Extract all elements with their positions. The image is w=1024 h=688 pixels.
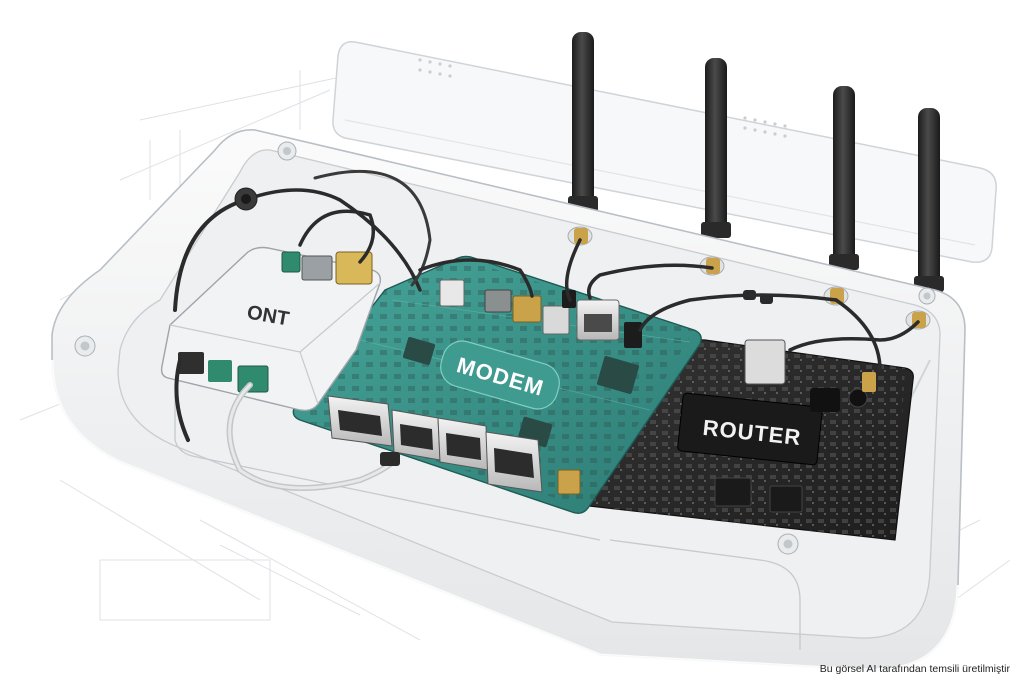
ethernet-port-2 — [392, 410, 440, 460]
ethernet-port-4 — [486, 432, 542, 492]
ethernet-port-3 — [438, 418, 488, 470]
antenna-3 — [829, 86, 859, 270]
ethernet-port-1 — [328, 396, 392, 446]
antenna-2 — [701, 58, 731, 238]
fiber-entry-grommet — [235, 188, 257, 210]
ai-disclaimer-caption: Bu görsel AI tarafından temsili üretilmi… — [820, 663, 1010, 675]
antenna-1 — [568, 32, 598, 212]
antenna-4 — [914, 108, 944, 292]
